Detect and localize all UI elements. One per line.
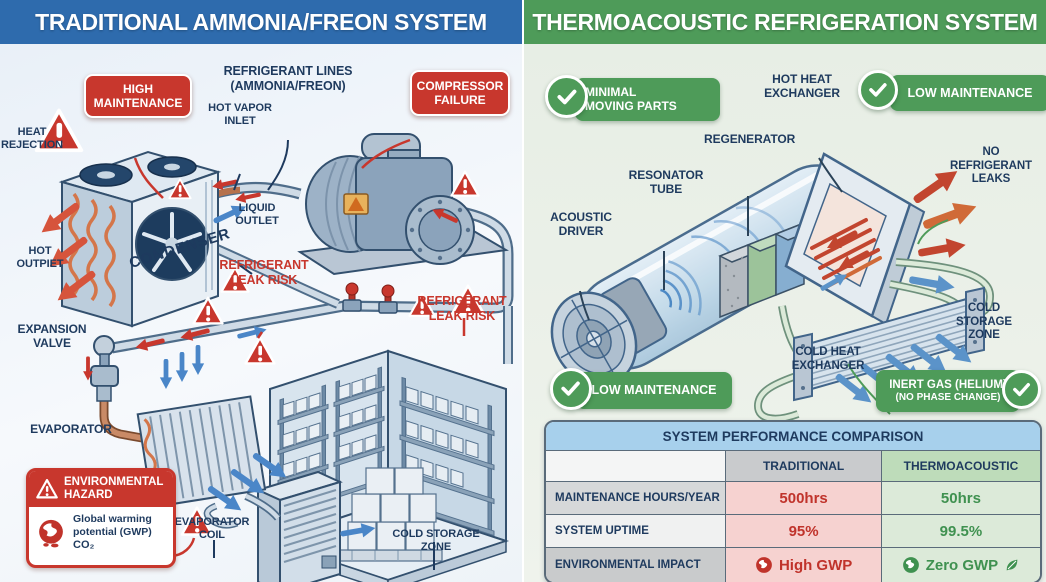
table-row-label-uptime: SYSTEM UPTIME [546, 515, 727, 548]
globe-icon [902, 556, 920, 574]
table-cell-environmental-thermoacoustic: Zero GWP [881, 548, 1040, 582]
evaporator-coil-label: EVAPORATOR COIL [174, 516, 250, 541]
right-diagram-illustration [550, 152, 995, 423]
liquid-outlet-label: LIQUID OUTLET [235, 202, 279, 227]
acoustic-driver-label: ACOUSTIC DRIVER [550, 210, 612, 239]
gwp-gas-text: CO₂ [73, 538, 95, 551]
right-panel-title: THERMOACOUSTIC REFRIGERATION SYSTEM [524, 0, 1046, 44]
right-panel-title-text: THERMOACOUSTIC REFRIGERATION SYSTEM [532, 8, 1038, 35]
environmental-hazard-box: ENVIRONMENTAL HAZARD Global warming pote… [26, 468, 176, 568]
inert-gas-line2: (NO PHASE CHANGE) [895, 391, 1001, 403]
environmental-hazard-header: ENVIRONMENTAL HAZARD [29, 471, 173, 508]
gwp-text: Global warming potential (GWP) [73, 513, 152, 539]
check-icon [858, 70, 898, 110]
table-cell-maintenance-thermoacoustic: 50hrs [881, 482, 1040, 515]
cold-heat-exchanger-label: COLD HEAT EXCHANGER [791, 346, 865, 372]
pipe-valves [342, 282, 398, 314]
table-colhead-thermoacoustic: THERMOACOUSTIC [881, 451, 1040, 482]
acoustic-driver-face [550, 291, 638, 387]
table-cell-environmental-traditional: High GWP [726, 548, 882, 582]
table-row-label-environmental: ENVIRONMENTAL IMPACT [546, 548, 727, 582]
performance-table: SYSTEM PERFORMANCE COMPARISON TRADITIONA… [544, 420, 1042, 582]
left-panel-title-text: TRADITIONAL AMMONIA/FREON SYSTEM [35, 8, 487, 35]
compressor-failure-badge: COMPRESSOR FAILURE [410, 70, 510, 116]
refrigerant-leak-risk-right-label: REFRIGERANT LEAK RISK [417, 294, 507, 323]
table-cell-uptime-traditional: 95% [726, 515, 882, 548]
table-corner-cell [546, 451, 727, 482]
inert-gas-badge: INERT GAS (HELIUM) (NO PHASE CHANGE) [876, 370, 1020, 412]
left-panel-title: TRADITIONAL AMMONIA/FREON SYSTEM [0, 0, 522, 44]
cold-heat-exchanger-unit [793, 286, 985, 402]
cold-storage-zone-label-left: COLD STORAGE ZONE [392, 528, 480, 553]
inert-gas-line1: INERT GAS (HELIUM) [889, 379, 1007, 392]
table-cell-maintenance-traditional: 500hrs [726, 482, 882, 515]
hot-outlet-label: HOT OUTPIET [16, 245, 64, 270]
refrigerant-pipes [99, 182, 514, 529]
performance-table-title: SYSTEM PERFORMANCE COMPARISON [546, 422, 1040, 451]
evaporator-coil-unit [255, 470, 343, 582]
left-diagram-illustration [34, 108, 514, 582]
warning-icon [450, 170, 480, 197]
thermoacoustic-system-panel: THERMOACOUSTIC REFRIGERATION SYSTEM [524, 0, 1046, 582]
low-maintenance-bottom-badge: LOW MAINTENANCE [576, 372, 732, 409]
high-gwp-text: High GWP [778, 556, 853, 574]
leader-lines [112, 138, 466, 570]
refrigerant-leak-risk-left-label: REFRIGERANT LEAK RISK [219, 258, 309, 287]
left-panel-body: HIGH MAINTENANCE COMPRESSOR FAILURE REFR… [0, 44, 522, 582]
right-panel-body: MINIMAL MOVING PARTS LOW MAINTENANCE HOT… [524, 44, 1046, 582]
environmental-hazard-text: ENVIRONMENTAL HAZARD [64, 476, 164, 502]
evaporator-label: EVAPORATOR [30, 422, 112, 436]
high-maintenance-text: HIGH MAINTENANCE [93, 81, 183, 110]
minimal-moving-parts-badge: MINIMAL MOVING PARTS [575, 78, 720, 121]
table-colhead-traditional: TRADITIONAL [726, 451, 882, 482]
resonator-tube-label: RESONATOR TUBE [628, 168, 704, 197]
performance-table-grid: TRADITIONAL THERMOACOUSTIC MAINTENANCE H… [546, 451, 1040, 582]
minimal-moving-parts-text: MINIMAL MOVING PARTS [585, 84, 677, 113]
hot-heat-exchanger-label: HOT HEAT EXCHANGER [764, 72, 840, 101]
low-maintenance-top-badge: LOW MAINTENANCE [890, 75, 1046, 111]
compressor-unit [297, 133, 509, 276]
melting-globe-icon [36, 518, 66, 548]
warning-icon [36, 479, 58, 499]
no-refrigerant-leaks-label: NO REFRIGERANT LEAKS [950, 146, 1032, 186]
globe-icon [755, 556, 773, 574]
low-maintenance-top-text: LOW MAINTENANCE [907, 85, 1033, 100]
table-cell-uptime-thermoacoustic: 99.5% [881, 515, 1040, 548]
gwp-note: Global warming potential (GWP)CO₂ [29, 507, 173, 557]
traditional-system-panel: TRADITIONAL AMMONIA/FREON SYSTEM [0, 0, 522, 582]
pallet-boxes [339, 467, 443, 562]
check-icon [545, 75, 588, 118]
leaf-icon [1004, 557, 1020, 573]
low-maintenance-bottom-text: LOW MAINTENANCE [591, 383, 717, 398]
hot-vapor-inlet-label: HOT VAPOR INLET [208, 102, 272, 127]
condenser-unit [58, 150, 222, 328]
table-row-label-maintenance: MAINTENANCE HOURS/YEAR [546, 482, 727, 515]
check-icon [1002, 370, 1041, 409]
zero-gwp-text: Zero GWP [925, 556, 999, 574]
compressor-failure-text: COMPRESSOR FAILURE [416, 78, 504, 107]
warning-icon [244, 336, 276, 365]
gwp-text-wrap: Global warming potential (GWP)CO₂ [73, 513, 152, 551]
expansion-valve-label: EXPANSION VALVE [17, 322, 87, 351]
regenerator-label: REGENERATOR [704, 132, 796, 146]
check-icon [550, 368, 592, 410]
high-maintenance-badge: HIGH MAINTENANCE [84, 74, 192, 118]
heat-rejection-label: HEAT REJECTION [0, 126, 64, 151]
refrigerant-lines-label: REFRIGERANT LINES (AMMONIA/FREON) [223, 64, 353, 93]
expansion-valve-unit [90, 335, 119, 402]
cold-storage-zone-label-right: COLD STORAGE ZONE [956, 302, 1012, 342]
